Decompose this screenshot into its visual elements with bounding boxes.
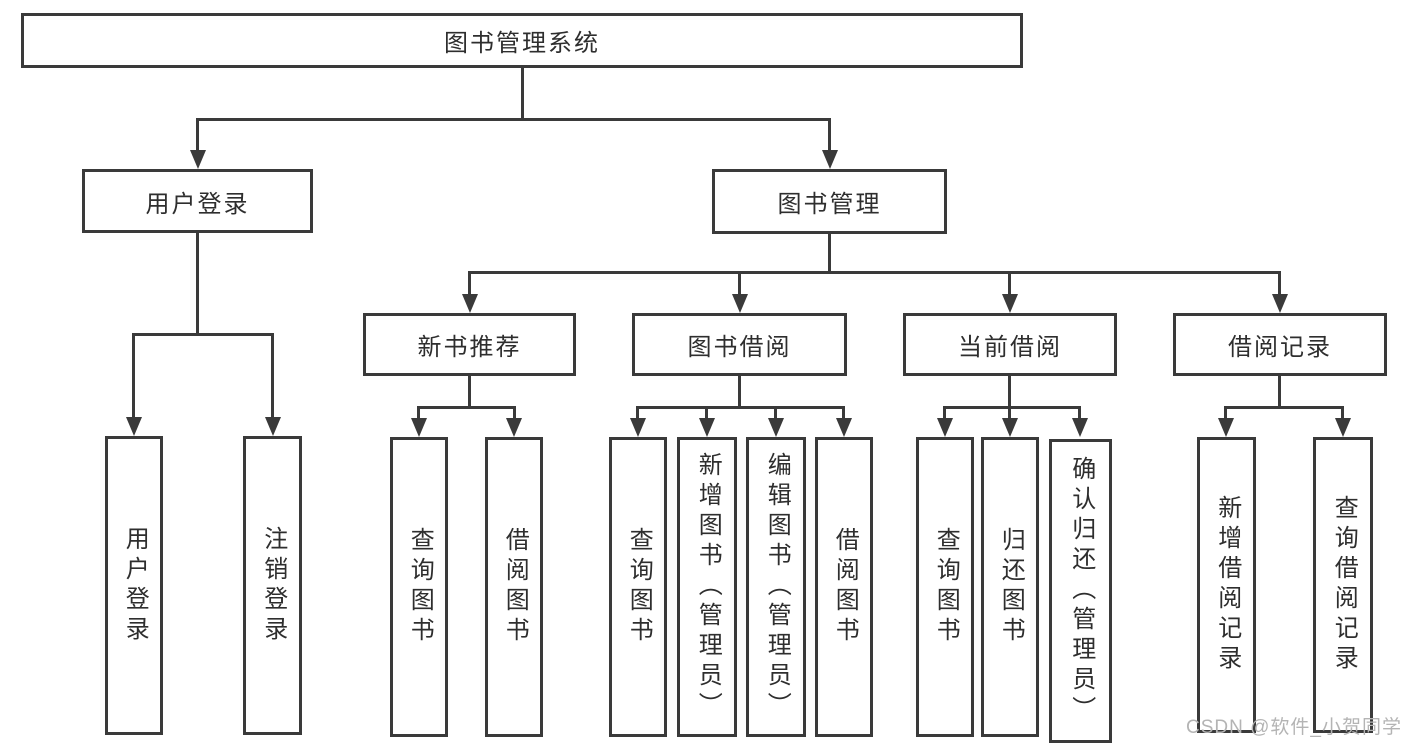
connector-current-borrow-stem [1008,376,1011,409]
connector-book-management-crossbar [468,271,1281,274]
leaf-logout-login: 注销登录 [243,436,302,735]
leaf-nb-borrow-books-label: 借阅图书 [501,527,529,647]
arrowhead-user-login [190,150,206,169]
leaf-br-query-record-label: 查询借阅记录 [1330,495,1358,675]
connector-book-borrow-stem [738,376,741,409]
arrowhead-current-borrow [1002,294,1018,313]
arrowhead-nb-borrow [506,418,522,437]
arrowhead-borrow-record [1272,294,1288,313]
leaf-nb-query-books-label: 查询图书 [406,527,434,647]
node-library-management-system: 图书管理系统 [21,13,1023,68]
node-book-management: 图书管理 [712,169,947,234]
connector-drop-bb-edit [774,406,777,420]
connector-drop-current-borrow [1008,271,1011,297]
arrowhead-cb-query [937,418,953,437]
leaf-br-query-record: 查询借阅记录 [1313,437,1373,733]
arrowhead-leaf-user-login [126,417,142,436]
arrowhead-book-borrow [732,294,748,313]
leaf-cb-confirm-return-admin-label: 确认归还（管理员） [1067,456,1095,726]
arrowhead-bb-query [630,418,646,437]
connector-drop-borrow-record [1278,271,1281,297]
leaf-br-add-record: 新增借阅记录 [1197,437,1256,733]
leaf-nb-borrow-books: 借阅图书 [485,437,543,737]
connector-drop-cb-return [1008,406,1011,420]
arrowhead-bb-borrow [836,418,852,437]
connector-root-crossbar [196,118,831,121]
connector-drop-leaf-logout [271,333,274,418]
connector-drop-new-book [468,271,471,297]
leaf-user-login-label: 用户登录 [121,525,149,646]
connector-drop-cb-confirm [1078,406,1081,420]
connector-root-stem [521,67,524,120]
leaf-cb-confirm-return-admin: 确认归还（管理员） [1049,439,1112,743]
connector-drop-book-borrow [738,271,741,297]
arrowhead-book-management [822,150,838,169]
leaf-bb-edit-books-admin: 编辑图书（管理员） [746,437,806,737]
connector-drop-book-management [828,118,831,151]
leaf-logout-login-label: 注销登录 [259,525,287,646]
connector-drop-nb-borrow [513,406,516,420]
node-borrowing-records: 借阅记录 [1173,313,1387,376]
leaf-cb-return-books: 归还图书 [981,437,1039,737]
connector-user-login-stem [196,233,199,335]
connector-drop-br-add [1224,406,1227,420]
connector-drop-br-query [1341,406,1344,420]
node-user-login: 用户登录 [82,169,313,233]
connector-drop-cb-query [943,406,946,420]
connector-new-book-stem [468,376,471,409]
connector-book-borrow-crossbar [636,406,845,409]
leaf-bb-add-books-admin: 新增图书（管理员） [677,437,737,737]
arrowhead-new-book [462,294,478,313]
connector-book-management-stem [828,234,831,274]
leaf-bb-edit-books-admin-label: 编辑图书（管理员） [763,452,791,722]
connector-borrow-record-crossbar [1224,406,1344,409]
leaf-br-add-record-label: 新增借阅记录 [1213,495,1241,675]
leaf-cb-query-books: 查询图书 [916,437,974,737]
connector-drop-bb-borrow [842,406,845,420]
node-new-book-recommendation: 新书推荐 [363,313,576,376]
csdn-watermark: CSDN @软件_小贺同学 [1186,717,1402,738]
connector-drop-nb-query [417,406,420,420]
connector-borrow-record-stem [1278,376,1281,409]
arrowhead-bb-add [699,418,715,437]
leaf-cb-query-books-label: 查询图书 [932,527,960,647]
arrowhead-bb-edit [768,418,784,437]
arrowhead-nb-query [411,418,427,437]
arrowhead-leaf-logout [265,417,281,436]
leaf-cb-return-books-label: 归还图书 [997,527,1025,647]
connector-drop-bb-add [705,406,708,420]
leaf-bb-query-books: 查询图书 [609,437,667,737]
arrowhead-cb-return [1002,418,1018,437]
connector-drop-leaf-user-login [132,333,135,418]
connector-drop-bb-query [636,406,639,420]
leaf-bb-query-books-label: 查询图书 [625,527,653,647]
connector-user-login-crossbar [132,333,274,336]
connector-drop-user-login [196,118,199,151]
leaf-nb-query-books: 查询图书 [390,437,448,737]
leaf-bb-borrow-books-label: 借阅图书 [831,527,859,647]
node-current-borrowing: 当前借阅 [903,313,1117,376]
connector-current-borrow-crossbar [943,406,1081,409]
leaf-user-login: 用户登录 [105,436,163,735]
arrowhead-br-add [1218,418,1234,437]
connector-new-book-crossbar [417,406,516,409]
arrowhead-br-query [1335,418,1351,437]
leaf-bb-borrow-books: 借阅图书 [815,437,873,737]
leaf-bb-add-books-admin-label: 新增图书（管理员） [694,452,722,722]
arrowhead-cb-confirm [1072,418,1088,437]
node-book-borrowing: 图书借阅 [632,313,847,376]
